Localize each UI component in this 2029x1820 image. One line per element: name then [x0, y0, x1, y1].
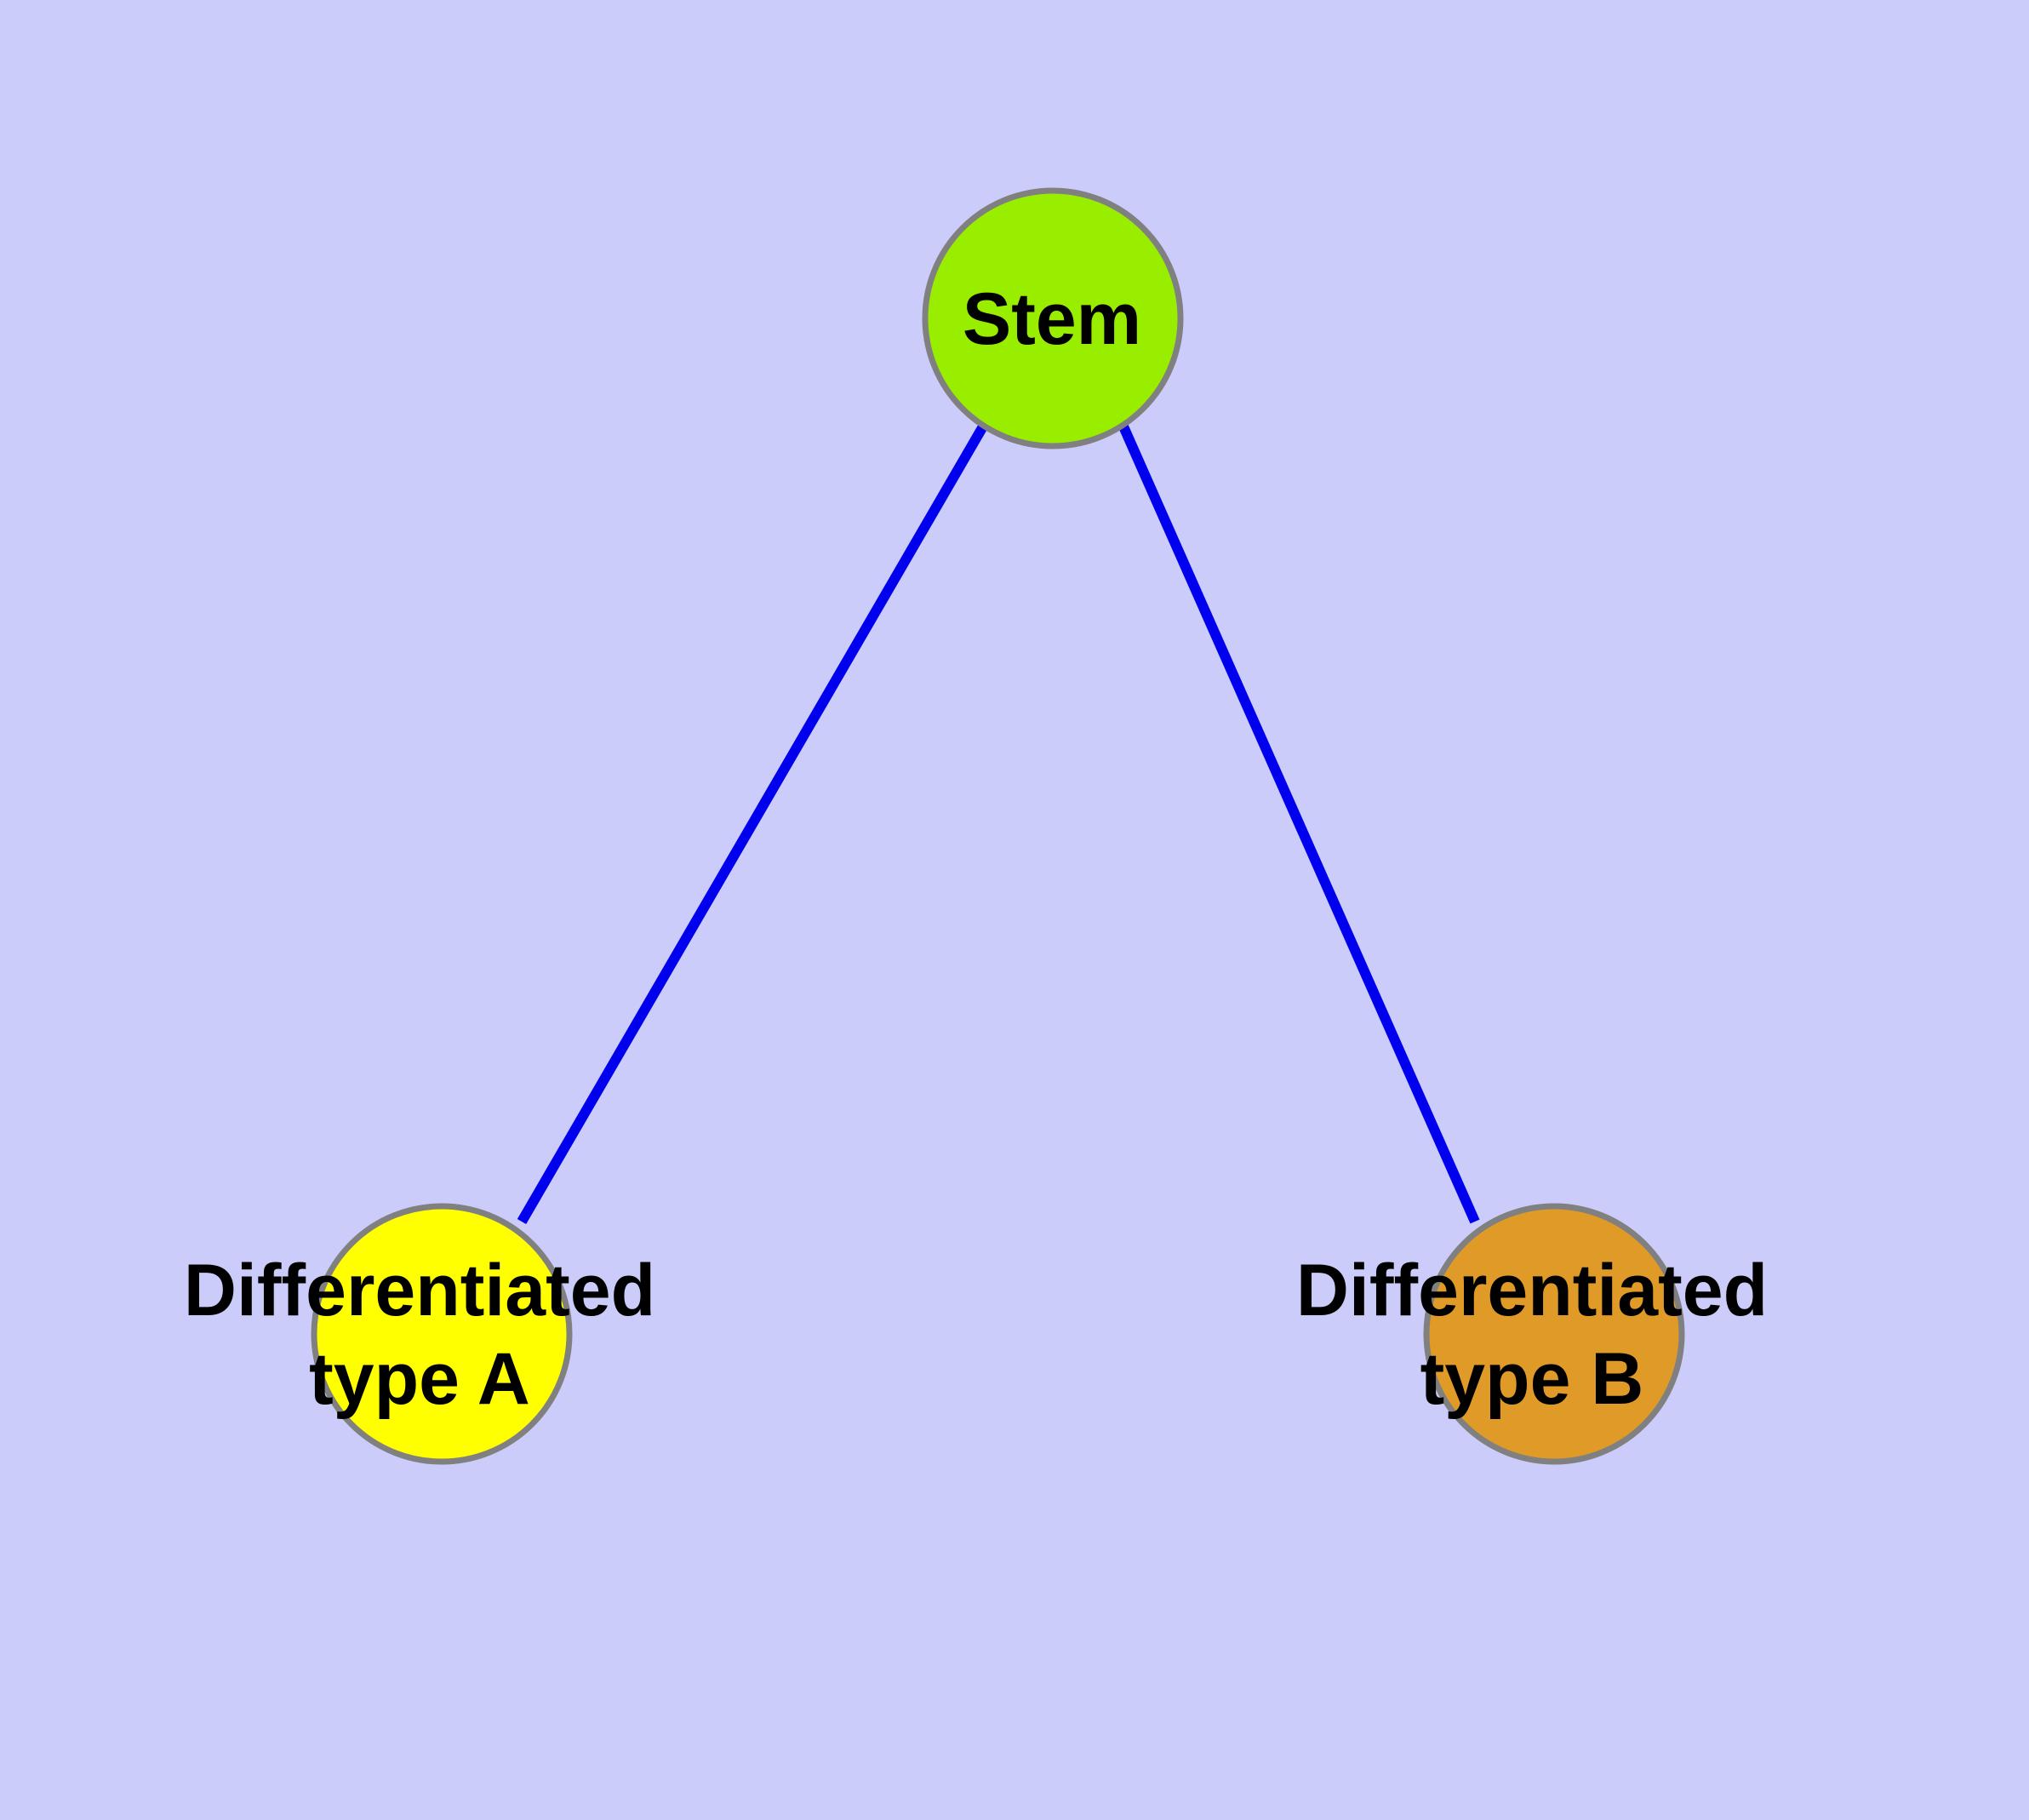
edges-layer	[517, 423, 1480, 1225]
label-line: Stem	[963, 278, 1141, 360]
nodes-layer	[311, 187, 1685, 1465]
graph-edge-stem-to-type-b	[1118, 424, 1480, 1224]
graph-node-diff-type-a[interactable]	[311, 1203, 573, 1465]
graph-node-stem[interactable]	[922, 187, 1184, 449]
label-line: Differentiated	[1296, 1250, 1768, 1331]
graph-node-diff-type-b[interactable]	[1423, 1203, 1685, 1465]
graph-node-label-stem: Stem	[963, 278, 1141, 360]
label-line: Differentiated	[184, 1250, 655, 1331]
label-line: type B	[1420, 1338, 1644, 1420]
label-line: type A	[309, 1338, 530, 1420]
graph-edge-stem-to-type-a	[517, 423, 988, 1225]
